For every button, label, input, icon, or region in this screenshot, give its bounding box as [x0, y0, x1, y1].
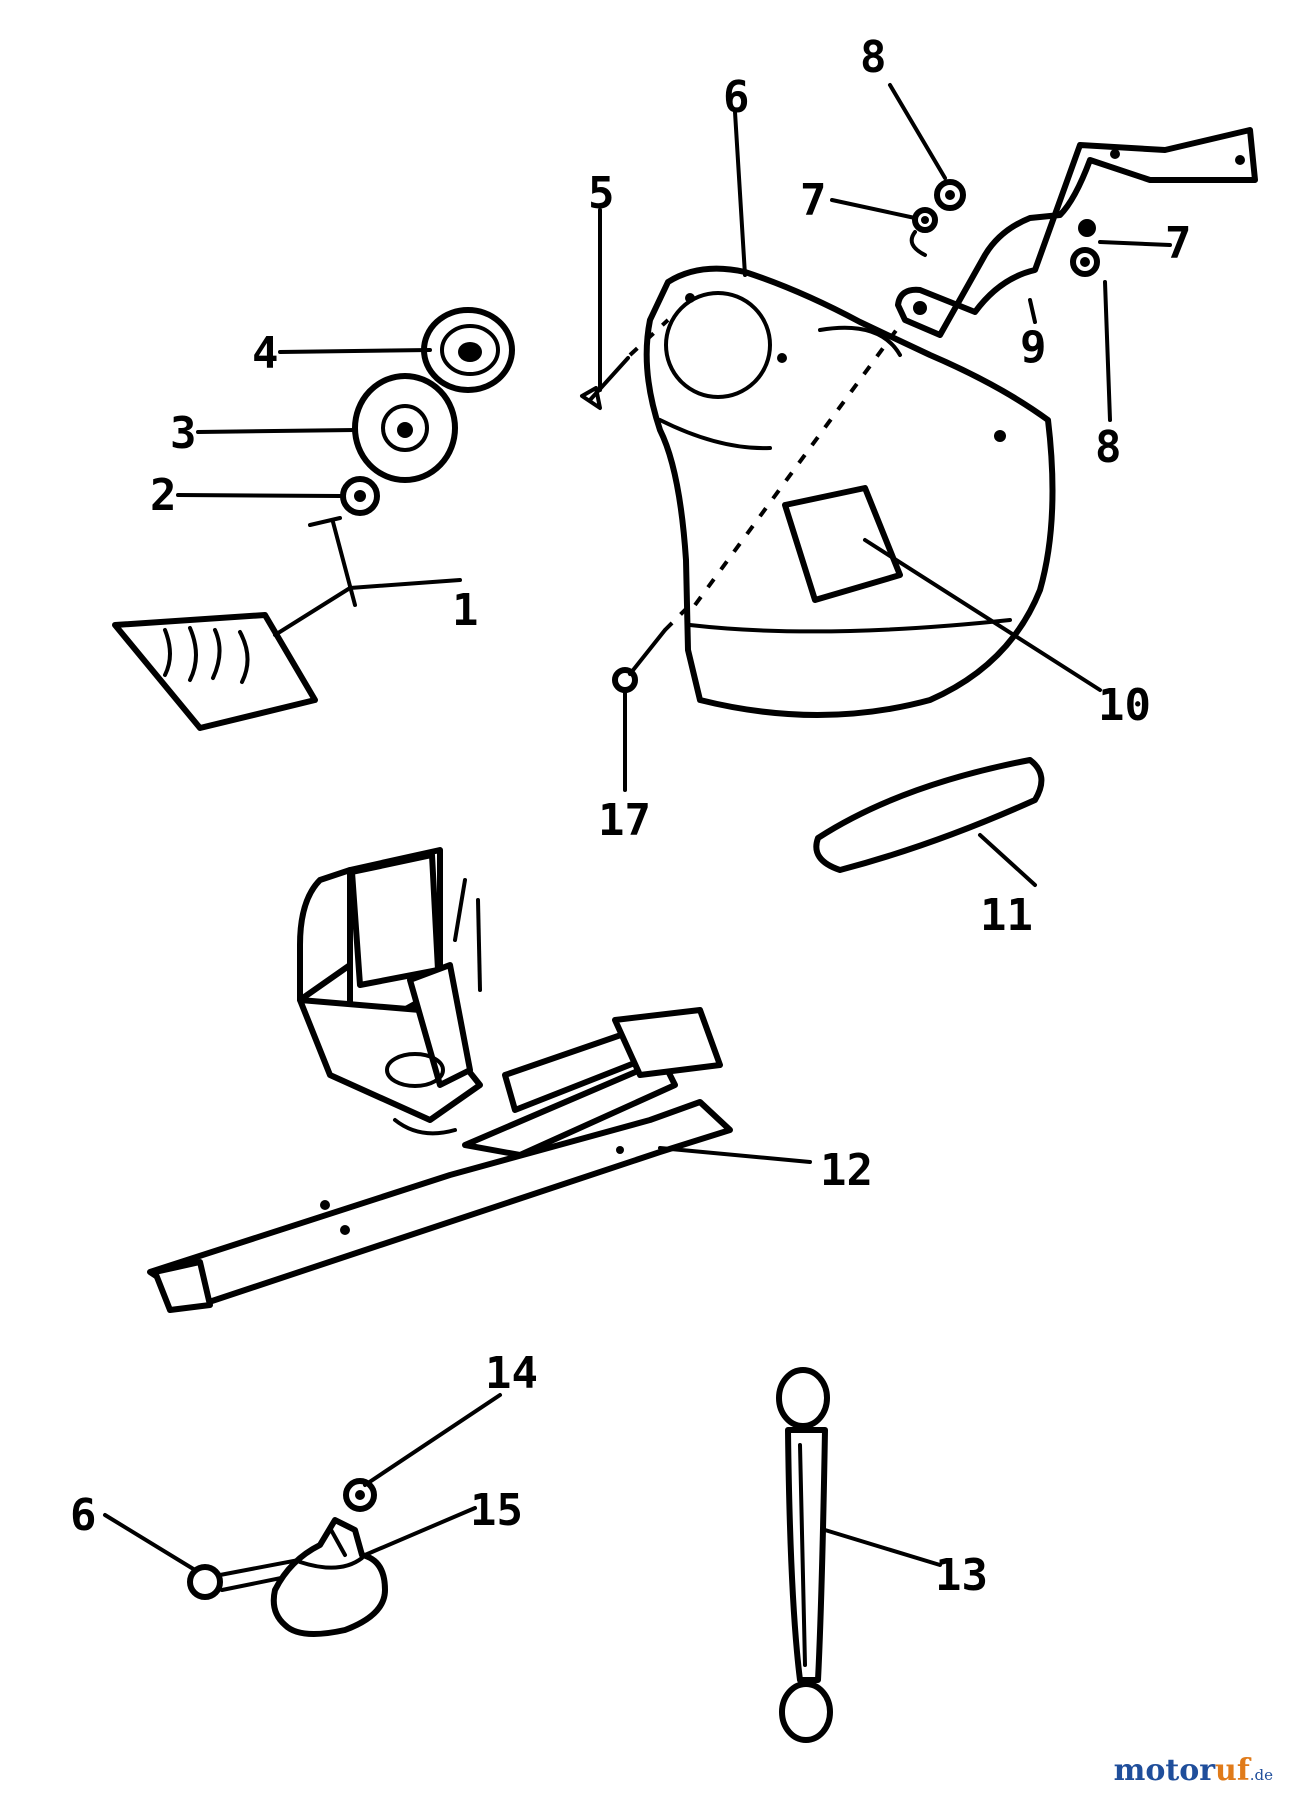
- part-1-screw: [308, 516, 357, 607]
- callout-1: 1: [452, 585, 479, 636]
- assembly-line-screw5: [628, 318, 670, 357]
- callout-7b: 7: [1165, 218, 1192, 269]
- callout-7a: 7: [800, 175, 827, 226]
- callout-8a: 8: [860, 32, 887, 83]
- callout-9: 9: [1020, 322, 1047, 373]
- watermark-logo: motoruf.de: [1114, 1753, 1273, 1788]
- part-3-pulley: [352, 373, 458, 483]
- callout-11: 11: [980, 890, 1033, 941]
- part-14-nut: [343, 1478, 377, 1512]
- callout-6a: 6: [723, 72, 750, 123]
- part-17-screw: [612, 628, 667, 693]
- part-1-decal: [112, 612, 318, 731]
- part-10-label: [782, 485, 903, 603]
- callout-8b: 8: [1095, 422, 1122, 473]
- part-2-nut: [340, 476, 380, 516]
- callout-17: 17: [598, 795, 651, 846]
- watermark-tld: .de: [1249, 1766, 1273, 1784]
- part-9-bracket: [895, 127, 1258, 338]
- callout-14: 14: [485, 1348, 538, 1399]
- watermark-main: motor: [1113, 1753, 1216, 1788]
- callout-13: 13: [935, 1550, 988, 1601]
- callout-4: 4: [252, 328, 279, 379]
- part-7-washer-right: [1078, 219, 1096, 237]
- part-13-chain: [776, 1367, 833, 1743]
- callout-15: 15: [470, 1485, 523, 1536]
- part-8-nut-right: [1070, 247, 1100, 277]
- callout-10: 10: [1098, 680, 1151, 731]
- part-8-nut-top: [934, 179, 966, 211]
- part-4-pulley: [421, 307, 515, 393]
- part-7-washer-left: [909, 207, 938, 257]
- part-11-pad: [813, 757, 1045, 873]
- assembly-line-screw17: [663, 598, 697, 632]
- callout-5: 5: [588, 168, 615, 219]
- watermark-accent: uf: [1215, 1753, 1250, 1788]
- callout-6b: 6: [70, 1490, 97, 1541]
- callout-12: 12: [820, 1145, 873, 1196]
- callout-numbers: 1 2 3 4 5 6 7 8 7 9 8 10 17 11 12 14 15 …: [70, 32, 1192, 1601]
- assembly-line-bracket: [693, 323, 902, 607]
- callout-3: 3: [170, 408, 197, 459]
- callout-2: 2: [150, 470, 177, 521]
- part-5-screw: [580, 356, 630, 410]
- leader-lines: [103, 83, 1172, 1572]
- part-12-frame: [147, 847, 733, 1313]
- part-15-clamp: [270, 1517, 388, 1637]
